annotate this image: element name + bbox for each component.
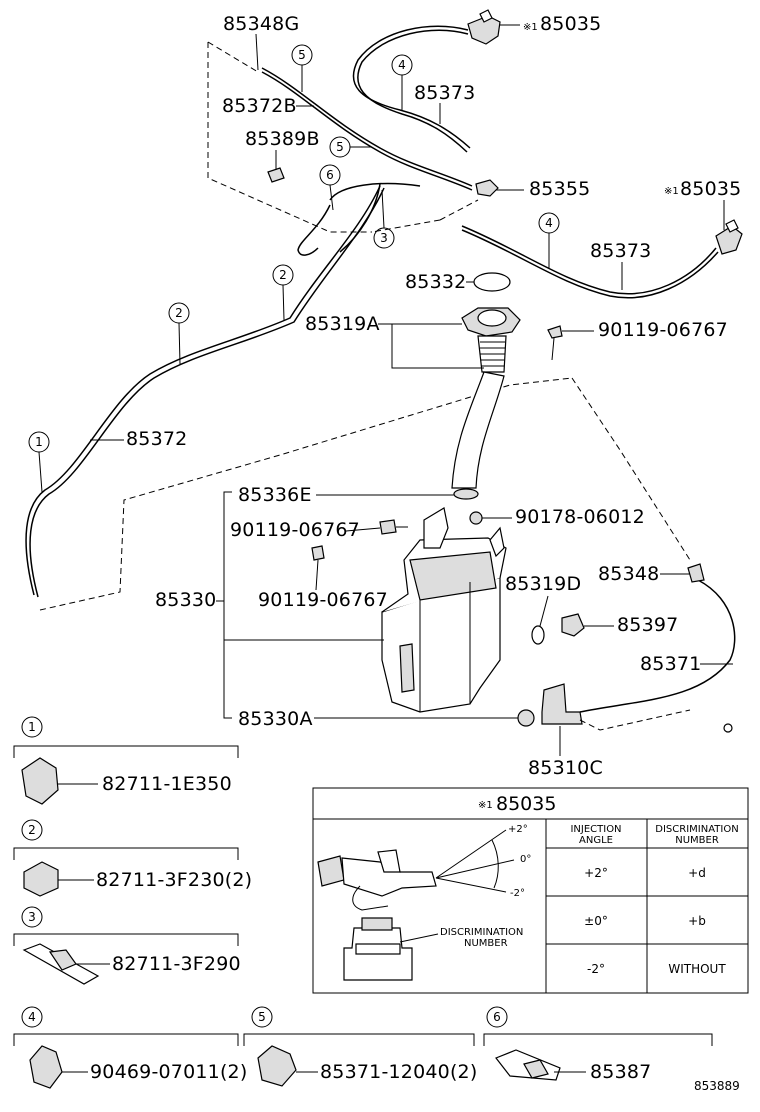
nozzle-angle-figure: +2° 0° -2° <box>317 824 531 911</box>
callout-85389B: 85389B <box>245 128 320 150</box>
marker-4-a: 4 <box>391 54 413 110</box>
callout-85319D: 85319D <box>505 573 581 595</box>
table-col1-header-1: INJECTION <box>570 824 621 835</box>
callout-85348G: 85348G <box>223 13 299 35</box>
angle-zero: 0° <box>520 854 531 865</box>
svg-text:4: 4 <box>545 216 553 230</box>
legend-item-2: 2 82711-3F230(2) <box>13 819 252 897</box>
legend-item-6: 6 85387 <box>483 1006 713 1083</box>
marker-2-b: 2 <box>168 302 190 365</box>
svg-text:2: 2 <box>175 306 183 320</box>
svg-text:5: 5 <box>258 1010 266 1024</box>
callout-85372: 85372 <box>126 428 187 450</box>
washer-tank-85330 <box>311 507 535 727</box>
svg-text:2: 2 <box>279 268 287 282</box>
svg-text:5: 5 <box>298 48 306 62</box>
marker-5-b: 5 <box>329 136 372 158</box>
svg-text:6: 6 <box>493 1010 501 1024</box>
legend-item-1: 1 82711-1E350 <box>13 716 239 805</box>
callout-85397: 85397 <box>617 614 678 636</box>
svg-text:1: 1 <box>28 720 36 734</box>
legend-part-3: 82711-3F290 <box>112 953 241 975</box>
table-title: 85035 <box>496 793 556 815</box>
pump-sensor-group <box>531 563 736 733</box>
svg-text:3: 3 <box>380 231 388 245</box>
callout-85332: 85332 <box>405 271 466 293</box>
table-col1-header-2: ANGLE <box>579 835 613 846</box>
legend-item-3: 3 82711-3F290 <box>13 906 241 985</box>
callout-85330: 85330 <box>155 589 216 611</box>
callout-85035-a: 85035 <box>540 13 601 35</box>
legend-item-4: 4 90469-07011(2) <box>13 1006 247 1089</box>
marker-4-b: 4 <box>538 212 560 268</box>
svg-text:4: 4 <box>398 58 406 72</box>
callout-85319A: 85319A <box>305 313 380 335</box>
clamp-legend: 1 82711-1E350 2 82711-3F230(2) 3 82711-3… <box>13 716 713 1089</box>
table-row1-angle: +2° <box>584 866 608 880</box>
table-col2-header-1: DISCRIMINATION <box>655 824 738 835</box>
callout-85373-a: 85373 <box>414 82 475 104</box>
nozzle-spec-table: ※1 85035 INJECTION ANGLE DISCRIMINATION … <box>312 787 749 994</box>
position-markers: 5 4 5 6 3 4 2 2 1 <box>28 44 560 493</box>
angle-plus2: +2° <box>508 824 528 835</box>
callout-85330A: 85330A <box>238 708 313 730</box>
marker-6: 6 <box>319 164 341 211</box>
legend-part-5: 85371-12040(2) <box>320 1061 477 1083</box>
diagram-id: 853889 <box>694 1079 740 1093</box>
callout-85371: 85371 <box>640 653 701 675</box>
table-note-mark: ※1 <box>478 800 493 811</box>
angle-minus2: -2° <box>510 888 525 899</box>
legend-item-5: 5 85371-12040(2) <box>243 1006 477 1087</box>
disc-label-1: DISCRIMINATION <box>440 927 523 938</box>
marker-1: 1 <box>28 431 50 493</box>
callout-85355: 85355 <box>529 178 590 200</box>
note-mark-b: ※1 <box>664 186 679 197</box>
disc-label-2: NUMBER <box>464 938 508 949</box>
legend-part-6: 85387 <box>590 1061 651 1083</box>
svg-text:5: 5 <box>336 140 344 154</box>
discrimination-figure: DISCRIMINATION NUMBER <box>343 917 523 981</box>
hose-assembly-upper <box>207 9 743 299</box>
callout-90178: 90178-06012 <box>515 506 645 528</box>
callout-90119-top: 90119-06767 <box>598 319 728 341</box>
hose-85372 <box>25 185 691 611</box>
callout-85336E: 85336E <box>238 484 312 506</box>
svg-text:6: 6 <box>326 168 334 182</box>
table-row3-angle: -2° <box>587 962 605 976</box>
table-row3-number: WITHOUT <box>668 962 726 976</box>
marker-5-a: 5 <box>291 44 313 92</box>
callout-85372B: 85372B <box>222 95 297 117</box>
note-mark-a: ※1 <box>523 22 538 33</box>
filler-neck-assembly <box>451 272 563 500</box>
marker-3: 3 <box>373 189 395 249</box>
legend-part-4: 90469-07011(2) <box>90 1061 247 1083</box>
callout-85035-b: 85035 <box>680 178 741 200</box>
legend-part-1: 82711-1E350 <box>102 773 232 795</box>
table-row2-angle: ±0° <box>584 914 608 928</box>
callout-90119-mid: 90119-06767 <box>230 519 360 541</box>
legend-part-2: 82711-3F230(2) <box>96 869 252 891</box>
svg-text:3: 3 <box>28 910 36 924</box>
table-row1-number: +d <box>688 866 706 880</box>
callout-85373-b: 85373 <box>590 240 651 262</box>
svg-text:4: 4 <box>28 1010 36 1024</box>
callout-90119-low: 90119-06767 <box>258 589 388 611</box>
table-row2-number: +b <box>688 914 706 928</box>
svg-text:1: 1 <box>35 435 43 449</box>
table-col2-header-2: NUMBER <box>675 835 719 846</box>
svg-text:2: 2 <box>28 823 36 837</box>
callout-85310C: 85310C <box>528 757 603 779</box>
callout-85348: 85348 <box>598 563 659 585</box>
marker-2-a: 2 <box>272 264 294 321</box>
callouts: 85348G ※1 85035 85373 85372B 85389B 8535… <box>90 13 741 779</box>
